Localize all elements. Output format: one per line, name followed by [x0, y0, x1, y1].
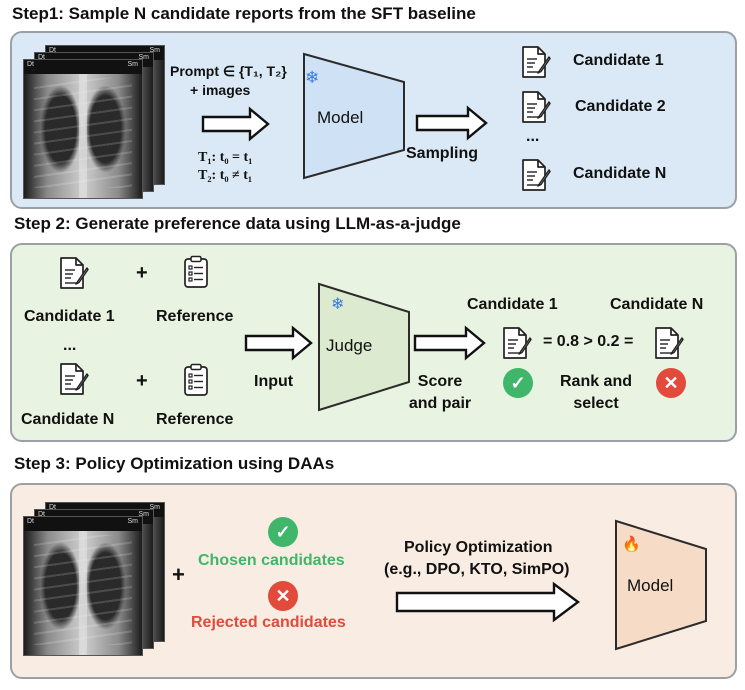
snowflake-icon: ❄ — [331, 296, 345, 313]
model-trapezoid — [615, 519, 707, 651]
plus-sign: + — [136, 262, 148, 284]
document-icon — [59, 362, 89, 396]
plus-sign: + — [172, 562, 185, 587]
rank-and-select-label: Rank and select — [559, 373, 632, 412]
arrow-to-policy-model — [395, 581, 580, 623]
fire-icon: 🔥 — [622, 536, 641, 553]
arrow-input-to-judge — [244, 325, 313, 361]
cross-icon: ✕ — [656, 368, 686, 398]
score-and-pair-label: Score and pair — [408, 373, 472, 412]
score-compare: = 0.8 > 0.2 = — [543, 333, 634, 350]
policy-optimization-label: Policy Optimization — [404, 539, 553, 556]
input-label: Input — [254, 373, 294, 390]
check-icon: ✓ — [503, 368, 533, 398]
step2-right-candidate-1: Candidate 1 — [467, 296, 558, 313]
document-icon — [521, 45, 551, 79]
document-icon — [521, 158, 551, 192]
judge-shape — [318, 282, 410, 412]
arrow-prompt-to-model — [201, 106, 270, 142]
step1-candidate-2: Candidate 2 — [575, 98, 666, 115]
step1-title: Step1: Sample N candidate reports from t… — [12, 4, 476, 23]
t1-formula: T₁: t₀ = t₁ — [198, 150, 253, 165]
document-icon — [521, 90, 551, 124]
step2-panel — [10, 243, 737, 442]
clipboard-icon — [183, 363, 209, 397]
snowflake-icon: ❄ — [305, 68, 320, 87]
step1-candidate-1: Candidate 1 — [573, 52, 664, 69]
step2-title: Step 2: Generate preference data using L… — [14, 214, 461, 233]
judge-trapezoid — [318, 282, 410, 412]
rejected-candidates-label: Rejected candidates — [191, 614, 346, 631]
document-icon — [654, 326, 684, 360]
t2-formula: T₂: t₀ ≠ t₁ — [198, 168, 253, 183]
model-shape-step3 — [615, 519, 707, 651]
step2-candidate-1: Candidate 1 — [24, 308, 115, 325]
check-icon: ✓ — [268, 517, 298, 547]
cross-icon: ✕ — [268, 581, 298, 611]
sampling-label: Sampling — [406, 145, 479, 162]
document-icon — [59, 256, 89, 290]
model-label-step3: Model — [627, 576, 674, 595]
arrow-judge-to-score — [413, 325, 486, 361]
model-label-step1: Model — [317, 108, 364, 127]
plus-sign: + — [136, 370, 148, 392]
step2-reference-1: Reference — [156, 308, 234, 325]
chosen-candidates-label: Chosen candidates — [198, 552, 345, 569]
policy-methods-label: (e.g., DPO, KTO, SimPO) — [384, 561, 570, 578]
step2-reference-n: Reference — [156, 411, 234, 428]
model-shape-step1 — [303, 52, 405, 180]
model-trapezoid — [303, 52, 405, 180]
document-icon — [502, 326, 532, 360]
step2-ellipsis: ... — [63, 337, 77, 354]
clipboard-icon — [183, 255, 209, 289]
arrow-model-to-candidates — [415, 105, 488, 141]
judge-label: Judge — [326, 336, 373, 355]
prompt-label: Prompt ∈ {T₁, T₂} — [170, 63, 287, 79]
step2-right-candidate-n: Candidate N — [610, 296, 704, 313]
step1-candidate-n: Candidate N — [573, 165, 667, 182]
step1-ellipsis: ... — [526, 128, 540, 145]
step2-candidate-n: Candidate N — [21, 411, 115, 428]
step3-title: Step 3: Policy Optimization using DAAs — [14, 454, 335, 473]
images-label: + images — [190, 82, 251, 98]
